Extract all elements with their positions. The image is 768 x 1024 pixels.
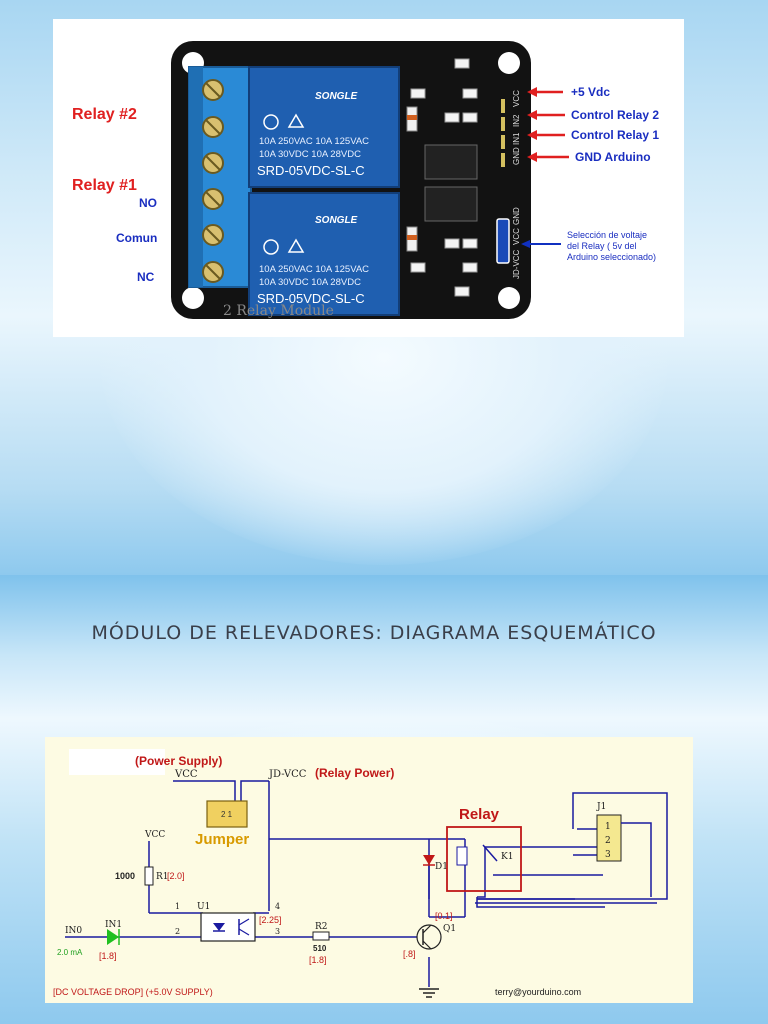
svg-text:U1: U1 <box>197 902 210 912</box>
svg-text:R2: R2 <box>315 922 328 932</box>
svg-text:D1: D1 <box>435 862 448 872</box>
svg-text:VCC: VCC <box>512 90 521 107</box>
resistor-r2 <box>312 931 330 941</box>
svg-text:2: 2 <box>175 927 180 936</box>
relay-schematic: (Power Supply) VCC JD-VCC (Relay Power) <box>45 737 693 1003</box>
optocoupler-2 <box>424 186 478 222</box>
svg-text:2: 2 <box>605 836 611 846</box>
jd-vcc-label: JD-VCC <box>268 769 307 780</box>
svg-text:IN0: IN0 <box>65 926 82 936</box>
svg-text:10A 30VDC 10A 28VDC: 10A 30VDC 10A 28VDC <box>259 149 361 160</box>
power-supply-label: (Power Supply) <box>135 754 222 768</box>
svg-text:[0.1]: [0.1] <box>435 911 453 921</box>
diode-d1 <box>423 855 435 865</box>
led-in1 <box>107 929 119 945</box>
svg-text:Q1: Q1 <box>443 924 456 934</box>
svg-text:2 1: 2 1 <box>221 810 233 819</box>
comun-label: Comun <box>116 231 157 245</box>
svg-text:510: 510 <box>313 944 327 953</box>
relay-label: Relay <box>459 806 500 823</box>
voltage-drop-note: [DC VOLTAGE DROP] (+5.0V SUPPLY) <box>53 987 213 997</box>
svg-text:Selección de voltaje: Selección de voltaje <box>567 230 647 240</box>
resistor-r1 <box>144 866 154 886</box>
svg-text:GND: GND <box>512 147 521 165</box>
svg-text:3: 3 <box>275 927 280 936</box>
control-relay-1-label: Control Relay 1 <box>571 128 659 142</box>
svg-text:SONGLE: SONGLE <box>315 91 358 102</box>
svg-text:10A 250VAC 10A 125VAC: 10A 250VAC 10A 125VAC <box>259 136 369 147</box>
screw-terminals <box>202 79 224 283</box>
relay-k2: SONGLE 10A 250VAC 10A 125VAC 10A 30VDC 1… <box>248 66 400 188</box>
terminal-j1 <box>596 814 622 862</box>
svg-text:3: 3 <box>605 850 611 860</box>
svg-text:R1: R1 <box>156 872 169 882</box>
gnd-arduino-label: GND Arduino <box>575 150 651 164</box>
relay-2-label: Relay #2 <box>72 106 137 123</box>
svg-text:1000: 1000 <box>115 871 135 881</box>
svg-text:10A 250VAC 10A 125VAC: 10A 250VAC 10A 125VAC <box>259 264 369 275</box>
svg-text:1: 1 <box>605 822 611 832</box>
svg-text:SRD-05VDC-SL-C: SRD-05VDC-SL-C <box>257 163 365 178</box>
optocoupler-u1 <box>200 912 256 942</box>
svg-text:[2.25]: [2.25] <box>259 915 282 925</box>
svg-text:IN2: IN2 <box>512 114 521 127</box>
svg-text:Arduino seleccionado): Arduino seleccionado) <box>567 252 656 262</box>
wires <box>65 780 668 987</box>
svg-text:IN1: IN1 <box>105 920 122 930</box>
svg-text:2 Relay Module: 2 Relay Module <box>223 303 334 319</box>
no-label: NO <box>139 196 157 210</box>
svg-text:SONGLE: SONGLE <box>315 215 358 226</box>
svg-text:IN1: IN1 <box>512 132 521 145</box>
relay-power-label: (Relay Power) <box>315 766 394 780</box>
svg-text:[.8]: [.8] <box>403 949 416 959</box>
relay-k1: SONGLE 10A 250VAC 10A 125VAC 10A 30VDC 1… <box>248 192 400 316</box>
svg-text:SRD-05VDC-SL-C: SRD-05VDC-SL-C <box>257 291 365 306</box>
transistor-q1 <box>416 924 442 950</box>
relay-module-photo: SONGLE 10A 250VAC 10A 125VAC 10A 30VDC 1… <box>53 19 684 337</box>
svg-text:K1: K1 <box>501 852 513 862</box>
svg-text:[1.8]: [1.8] <box>99 951 117 961</box>
vdc-label: +5 Vdc <box>571 85 610 99</box>
relay-k1-box <box>446 826 522 892</box>
svg-text:1: 1 <box>175 902 180 911</box>
svg-text:[2.0]: [2.0] <box>167 871 185 881</box>
nc-label: NC <box>137 270 155 284</box>
relay-1-label: Relay #1 <box>72 177 137 194</box>
ground-symbol <box>419 988 439 998</box>
svg-text:[1.8]: [1.8] <box>309 955 327 965</box>
svg-text:JD-VCC: JD-VCC <box>512 249 521 279</box>
author-email: terry@yourduino.com <box>495 987 581 997</box>
svg-text:4: 4 <box>275 902 280 911</box>
jumper-block <box>206 800 248 828</box>
svg-text:VCC: VCC <box>144 830 165 840</box>
arrows-red <box>527 87 569 162</box>
svg-text:J1: J1 <box>596 802 606 812</box>
control-relay-2-label: Control Relay 2 <box>571 108 659 122</box>
arrow-blue <box>521 240 561 248</box>
svg-text:GND: GND <box>512 207 521 225</box>
svg-text:10A 30VDC 10A 28VDC: 10A 30VDC 10A 28VDC <box>259 277 361 288</box>
jumper-label: Jumper <box>195 831 249 848</box>
svg-text:VCC: VCC <box>512 228 521 245</box>
svg-text:2.0 mA: 2.0 mA <box>57 948 83 957</box>
slide-title: MÓDULO DE RELEVADORES: DIAGRAMA ESQUEMÁT… <box>91 622 657 644</box>
vcc-top-label: VCC <box>174 769 198 780</box>
jumper-header <box>496 218 510 264</box>
svg-text:del Relay ( 5v del: del Relay ( 5v del <box>567 241 637 251</box>
header-pins-inputs <box>501 99 505 167</box>
optocoupler-1 <box>424 144 478 180</box>
